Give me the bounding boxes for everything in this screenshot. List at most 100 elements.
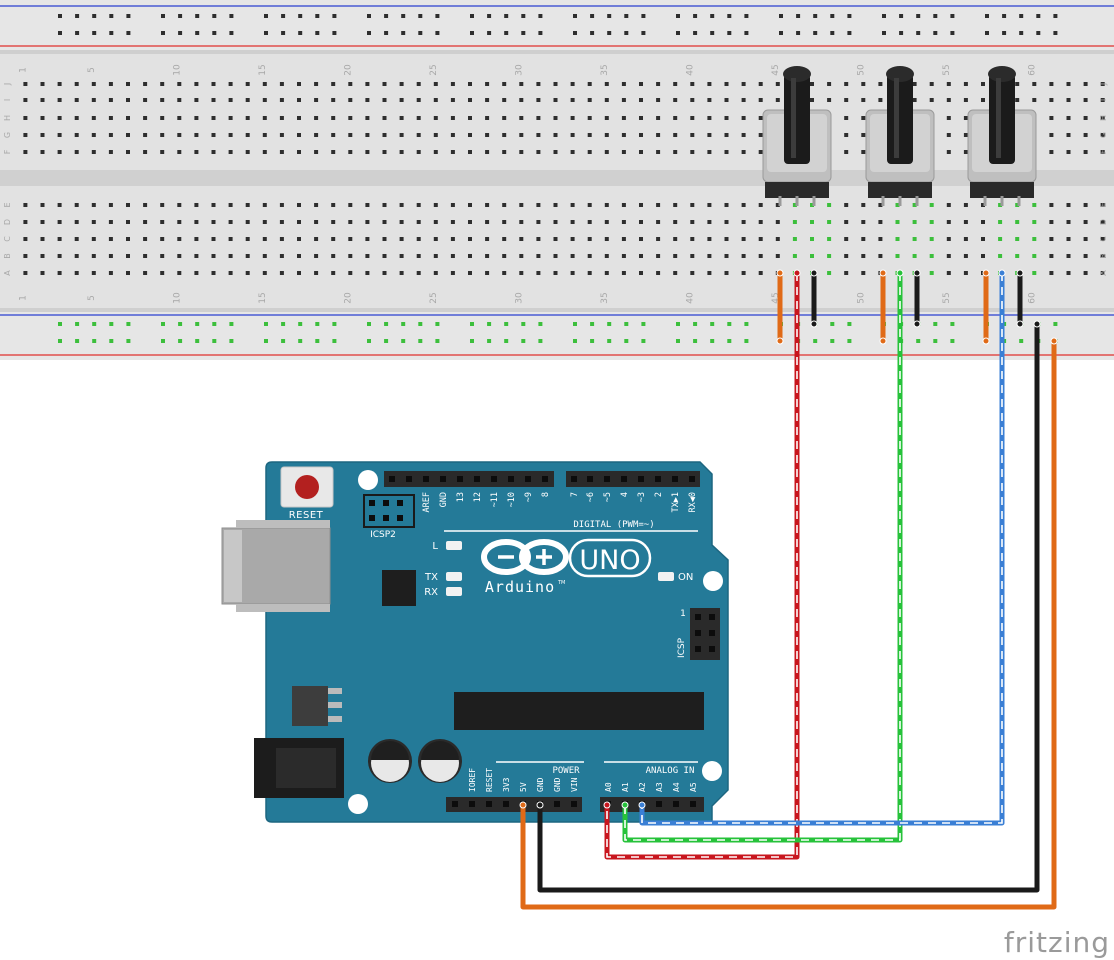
digital-header-pin[interactable] (525, 476, 531, 482)
power-header-pin[interactable] (571, 801, 577, 807)
rail-hole (58, 322, 62, 326)
digital-header-pin[interactable] (689, 476, 695, 482)
rail-hole (573, 31, 577, 35)
breadboard-hole (502, 237, 507, 241)
rail-hole (933, 339, 938, 343)
breadboard-hole (40, 150, 45, 154)
analog-header-pin[interactable] (690, 801, 696, 807)
pot-2[interactable] (865, 66, 935, 206)
breadboard-hole (1032, 254, 1037, 258)
digital-header-pin[interactable] (491, 476, 497, 482)
breadboard-hole (245, 203, 250, 207)
digital-header-pin[interactable] (389, 476, 395, 482)
digital-header-pin[interactable] (621, 476, 627, 482)
breadboard-hole (160, 82, 165, 86)
breadboard-hole (160, 133, 165, 137)
breadboard-hole (433, 98, 438, 102)
header-pin[interactable] (397, 500, 403, 506)
pot-3[interactable] (967, 66, 1037, 206)
digital-header-pin[interactable] (638, 476, 644, 482)
header-pin[interactable] (383, 515, 389, 521)
breadboard-hole (963, 237, 968, 241)
breadboard-hole (963, 82, 968, 86)
power-header-pin[interactable] (452, 801, 458, 807)
jumper-wire-2[interactable] (810, 269, 818, 328)
rail-hole (882, 31, 886, 35)
analog-header-pin[interactable] (673, 801, 679, 807)
wire-pot3-to-a2[interactable] (638, 269, 1006, 826)
digital-header-pin[interactable] (406, 476, 412, 482)
digital-header-pin[interactable] (474, 476, 480, 482)
header-pin[interactable] (709, 646, 715, 652)
header-pin[interactable] (695, 614, 701, 620)
breadboard-hole (639, 116, 643, 120)
digital-header-pin[interactable] (440, 476, 446, 482)
wire-pot1-to-a0[interactable] (603, 269, 801, 860)
digital-header-pin[interactable] (542, 476, 548, 482)
breadboard-hole (279, 271, 284, 275)
breadboard-hole (707, 237, 712, 241)
jumper-wire-6[interactable] (1016, 269, 1024, 328)
wire-pot2-to-a1[interactable] (621, 269, 904, 843)
header-pin[interactable] (695, 630, 701, 636)
breadboard-hole (177, 237, 182, 241)
digital-header-pin[interactable] (672, 476, 678, 482)
digital-header-pin[interactable] (655, 476, 661, 482)
power-header-pin[interactable] (469, 801, 475, 807)
breadboard-hole (1049, 220, 1054, 224)
digital-header-pin[interactable] (508, 476, 514, 482)
breadboard-hole (262, 271, 267, 275)
breadboard-hole (621, 98, 626, 102)
breadboard-hole (314, 133, 319, 137)
jumper-wire-4[interactable] (913, 269, 921, 328)
breadboard-hole (775, 237, 780, 241)
header-pin[interactable] (397, 515, 403, 521)
wire-5v[interactable] (519, 337, 1058, 910)
breadboard-hole (792, 203, 797, 207)
analog-pin-label: A5 (689, 782, 698, 792)
breadboard-hole (348, 98, 353, 102)
breadboard-hole (40, 133, 45, 137)
breadboard-hole (160, 150, 165, 154)
breadboard-hole (433, 203, 438, 207)
rail-hole (58, 339, 62, 343)
breadboard-hole (553, 82, 558, 86)
reset-button[interactable] (295, 475, 319, 499)
breadboard-hole (1049, 150, 1054, 154)
digital-header-pin[interactable] (587, 476, 593, 482)
power-header-pin[interactable] (486, 801, 492, 807)
row-letter: C (1099, 236, 1108, 242)
rail-hole (727, 339, 732, 343)
breadboard-hole (228, 98, 233, 102)
breadboard-hole (519, 133, 524, 137)
wire-gnd[interactable] (536, 320, 1041, 893)
digital-header-pin[interactable] (457, 476, 463, 482)
analog-header-pin[interactable] (656, 801, 662, 807)
header-pin[interactable] (695, 646, 701, 652)
breadboard-hole (639, 203, 643, 207)
pot-1[interactable] (762, 66, 832, 206)
jumper-wire-5[interactable] (982, 269, 990, 345)
jumper-wire-1[interactable] (776, 269, 784, 345)
breadboard-hole (912, 254, 917, 258)
header-pin[interactable] (369, 500, 375, 506)
breadboard-hole (74, 98, 79, 102)
digital-header-pin[interactable] (571, 476, 577, 482)
digital-header-pin[interactable] (604, 476, 610, 482)
header-pin[interactable] (709, 630, 715, 636)
breadboard-hole (810, 98, 814, 102)
breadboard-hole (416, 116, 421, 120)
header-pin[interactable] (369, 515, 375, 521)
rail-hole (384, 14, 389, 18)
breadboard-hole (792, 220, 797, 224)
breadboard-hole (143, 237, 148, 241)
jumper-wire-3[interactable] (879, 269, 887, 345)
power-header-pin[interactable] (554, 801, 560, 807)
wire-pot2-to-a1-stripe (624, 273, 901, 841)
header-pin[interactable] (709, 614, 715, 620)
rail-hole (229, 31, 234, 35)
power-header-pin[interactable] (503, 801, 509, 807)
digital-header-pin[interactable] (423, 476, 429, 482)
breadboard-hole (656, 150, 661, 154)
header-pin[interactable] (383, 500, 389, 506)
